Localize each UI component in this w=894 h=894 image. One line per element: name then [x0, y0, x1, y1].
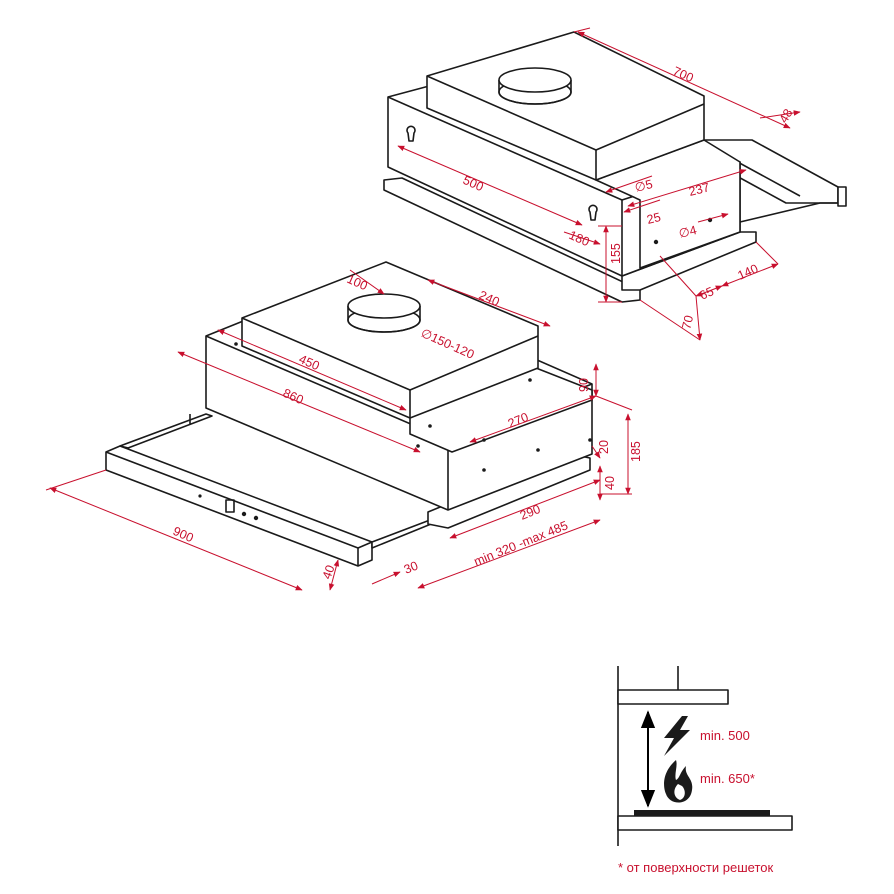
dim-25: 25 — [645, 210, 662, 227]
dim-screw-4: ∅4 — [677, 223, 698, 241]
dim-65: 65 — [698, 284, 716, 302]
dim-40-right: 40 — [603, 476, 617, 490]
flame-icon — [664, 760, 693, 803]
dim-20: 20 — [597, 440, 611, 454]
dim-900: 900 — [171, 524, 196, 545]
dim-185: 185 — [629, 441, 643, 462]
dim-90: 90 — [577, 378, 591, 392]
clearance-electric-label: min. 500 — [700, 728, 750, 743]
clearance-footnote: * от поверхности решеток — [618, 860, 773, 875]
dim-155: 155 — [609, 243, 623, 264]
dim-slide-range: min 320 -max 485 — [472, 518, 570, 568]
dim-40-panel: 40 — [320, 563, 338, 581]
clearance-gas-label: min. 650* — [700, 771, 755, 786]
lightning-icon — [664, 716, 690, 756]
dim-290: 290 — [518, 502, 543, 523]
dim-48: 48 — [776, 106, 795, 125]
clearance-drawing: min. 500 min. 650* * от поверхности реше… — [617, 666, 793, 875]
dim-70: 70 — [679, 314, 696, 331]
dim-140: 140 — [736, 261, 761, 282]
dim-237: 237 — [687, 180, 711, 199]
dim-30: 30 — [402, 559, 420, 577]
